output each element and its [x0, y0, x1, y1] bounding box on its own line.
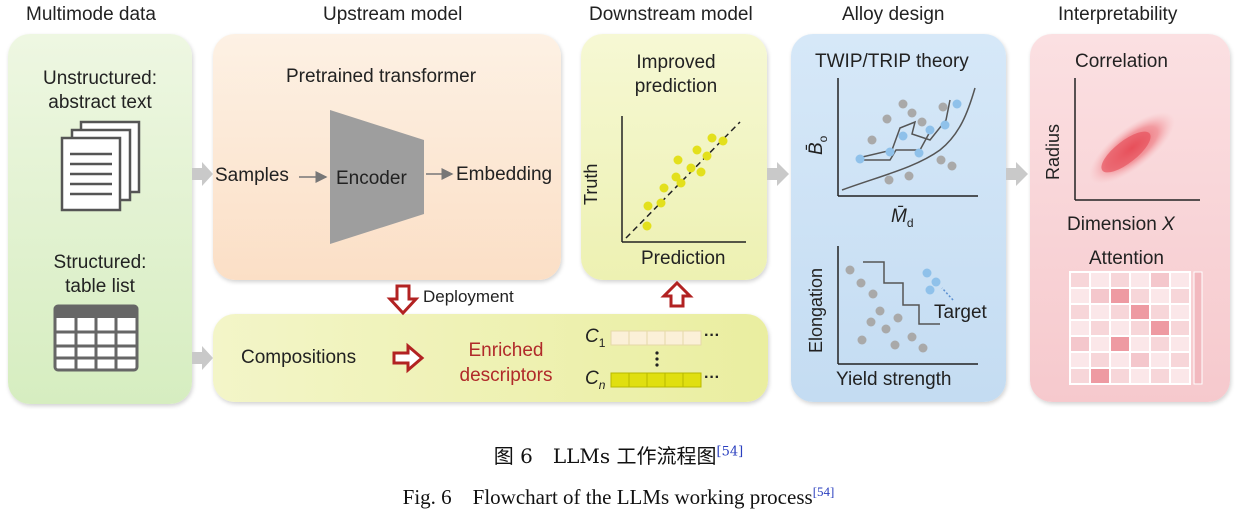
deployment-arrow	[386, 284, 420, 316]
flow-arrow-4	[192, 346, 213, 370]
enriched-descriptors-label: Enriched descriptors	[446, 338, 566, 388]
yield-strength-axis-label: Yield strength	[836, 369, 952, 390]
structured-line2: table list	[65, 276, 135, 297]
dimension-var: X	[1162, 214, 1175, 235]
md-axis-label: M̄d	[891, 206, 914, 230]
compositions-label: Compositions	[241, 347, 357, 368]
cn-label: Cn	[585, 368, 605, 392]
caption-en-ref: [54]	[812, 484, 835, 499]
caption-chinese: 图 6 LLMs 工作流程图[54]	[0, 440, 1237, 469]
enriched-line2: descriptors	[459, 365, 553, 386]
cn-subscript: n	[598, 377, 606, 392]
unstructured-label: Unstructured: abstract text	[20, 67, 180, 115]
parity-plot	[621, 116, 746, 243]
improved-line2: prediction	[634, 76, 718, 97]
encoder-label: Encoder	[336, 168, 407, 189]
downstream-panel	[581, 34, 767, 280]
alloy-top-plot	[837, 78, 978, 197]
unstructured-line1: Unstructured:	[42, 68, 158, 89]
caption-english: Fig. 6 Flowchart of the LLMs working pro…	[0, 481, 1237, 511]
header-interpretability: Interpretability	[1058, 4, 1178, 25]
target-label: Target	[934, 302, 987, 323]
prediction-axis-label: Prediction	[641, 248, 726, 269]
header-downstream-model: Downstream model	[589, 4, 753, 25]
c1-letter: C	[585, 326, 599, 347]
dimension-axis-label: Dimension X	[1067, 214, 1175, 236]
pretrained-transformer-title: Pretrained transformer	[286, 66, 477, 87]
descriptor-bar-c1	[610, 330, 702, 346]
attention-heatmap	[1069, 271, 1191, 385]
improved-line1: Improved	[636, 52, 716, 73]
flow-arrow-2	[767, 162, 789, 186]
header-multimode-data: Multimode data	[26, 4, 156, 25]
unstructured-line2: abstract text	[48, 92, 152, 113]
enriched-line1: Enriched	[468, 340, 544, 361]
embedding-label: Embedding	[456, 164, 553, 185]
dimension-text: Dimension	[1067, 214, 1163, 235]
c1-label: C1	[585, 326, 605, 350]
elongation-axis-label: Elongation	[806, 267, 826, 353]
header-alloy-design: Alloy design	[842, 4, 945, 25]
c1-subscript: 1	[598, 335, 606, 350]
structured-label: Structured: table list	[20, 251, 180, 299]
c1-ellipsis: ···	[704, 327, 720, 344]
structured-line1: Structured:	[53, 252, 147, 273]
alloy-bottom-plot	[837, 246, 978, 365]
flow-arrow-3	[1006, 162, 1028, 186]
radius-axis-label: Radius	[1043, 123, 1063, 180]
header-upstream-model: Upstream model	[323, 4, 463, 25]
deployment-label: Deployment	[423, 287, 514, 306]
upload-arrow	[660, 280, 694, 308]
caption-cn-text: 图 6 LLMs 工作流程图	[493, 444, 717, 468]
encoder-shape	[330, 110, 424, 244]
correlation-plot	[1074, 78, 1200, 201]
attention-title: Attention	[1089, 248, 1164, 269]
flow-arrow-1	[192, 162, 213, 186]
truth-axis-label: Truth	[581, 163, 601, 205]
alloy-panel	[791, 34, 1006, 402]
correlation-title: Correlation	[1075, 51, 1168, 72]
md-letter: M̄	[891, 206, 907, 227]
attention-colorbar	[1193, 271, 1203, 385]
improved-prediction-title: Improved prediction	[611, 51, 741, 99]
cn-ellipsis: ···	[704, 369, 720, 386]
document-stack-icon	[60, 120, 141, 212]
md-subscript: d	[906, 215, 914, 230]
bo-axis-label: B̄o	[806, 136, 830, 155]
twip-trip-title: TWIP/TRIP theory	[815, 51, 969, 72]
table-icon	[53, 304, 139, 372]
descriptor-bar-cn	[610, 372, 702, 388]
cn-letter: C	[585, 368, 599, 389]
caption-en-text: Fig. 6 Flowchart of the LLMs working pro…	[402, 485, 813, 509]
caption-cn-ref: [54]	[716, 444, 744, 460]
bo-subscript: o	[815, 135, 830, 143]
samples-label: Samples	[215, 165, 289, 186]
vertical-ellipsis-icon	[655, 351, 659, 367]
enriched-arrow	[392, 342, 425, 374]
bo-letter: B̄	[806, 142, 827, 155]
